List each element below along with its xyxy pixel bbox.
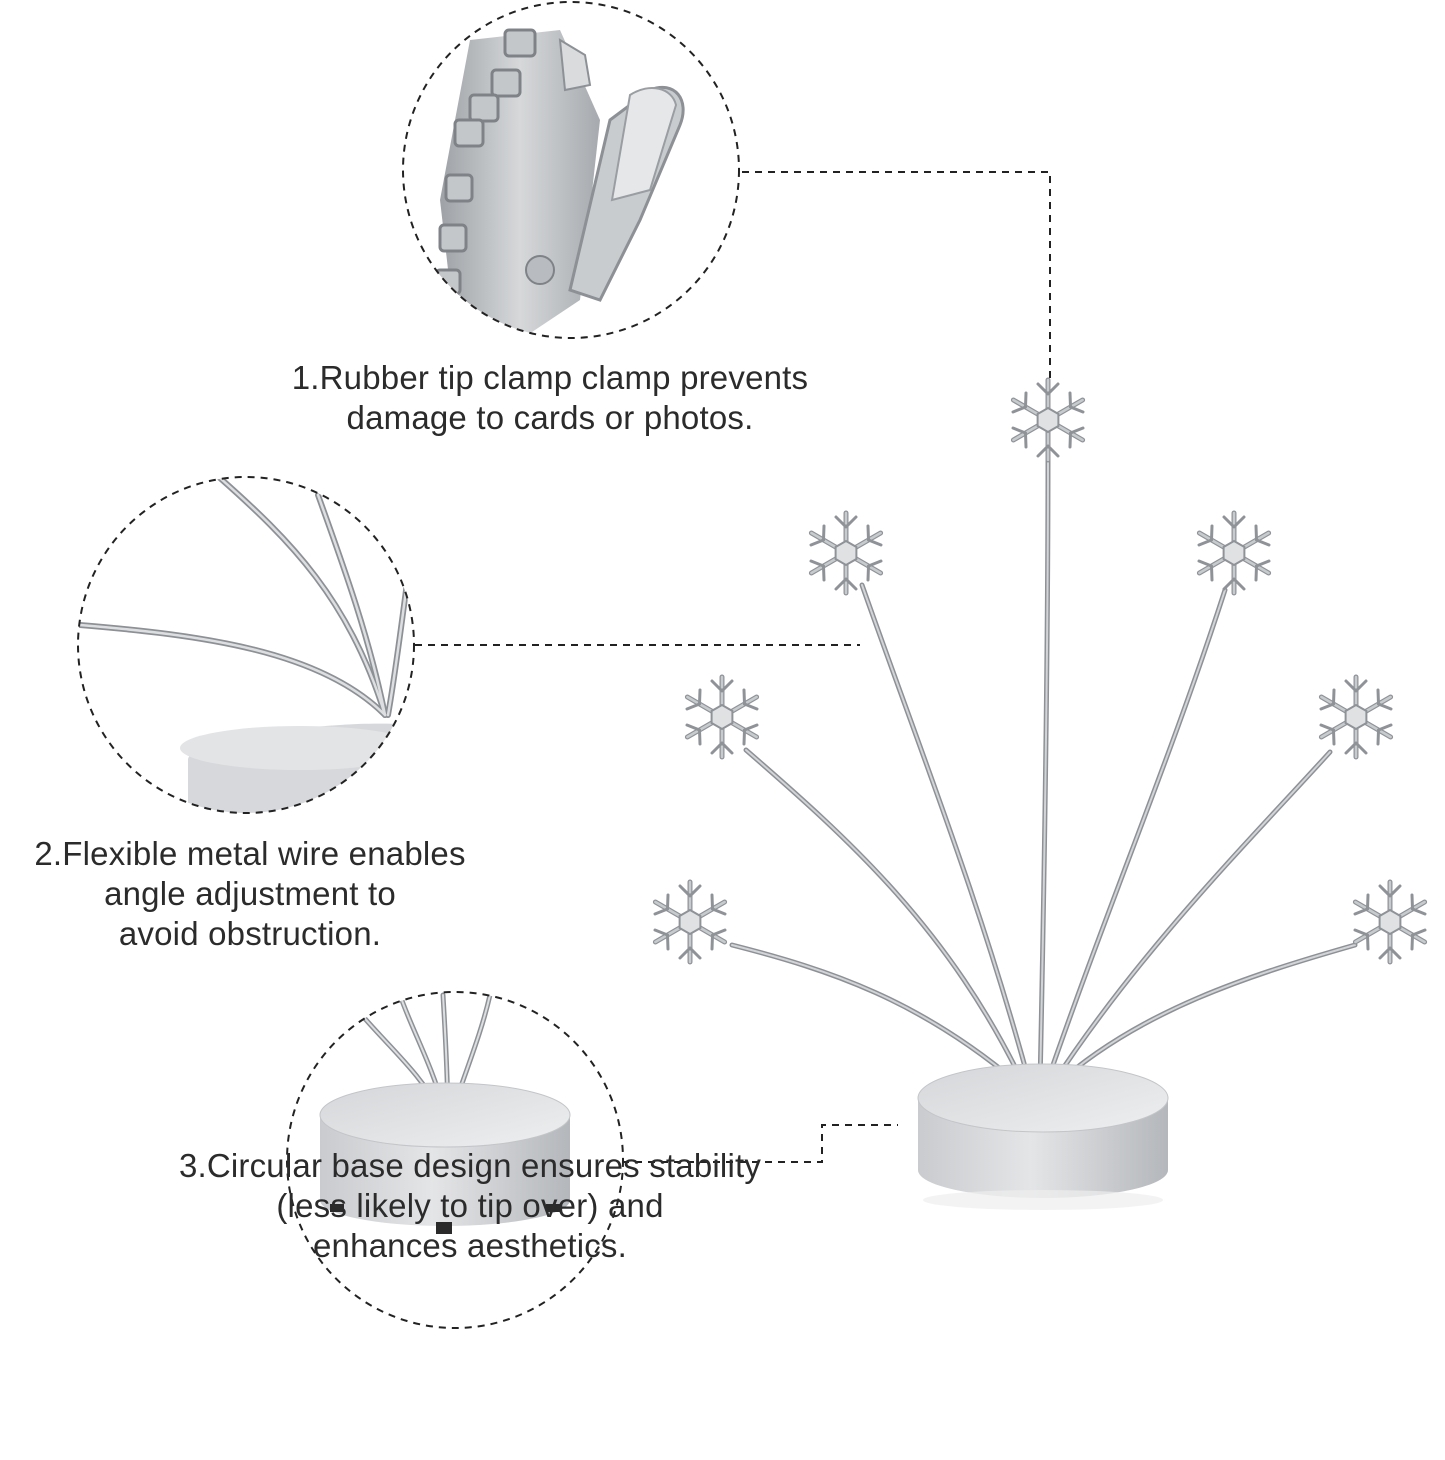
- flexible-wires: [729, 452, 1358, 1088]
- caption-line: (less likely to tip over) and: [276, 1187, 664, 1224]
- wire-detail: [77, 476, 415, 814]
- snowflake-icon: [1355, 882, 1425, 962]
- caption-line: 3.Circular base design ensures stability: [178, 1147, 762, 1184]
- caption-line: enhances aesthetics.: [312, 1227, 628, 1264]
- caption-line: damage to cards or photos.: [346, 399, 754, 436]
- snowflake-icon: [1199, 513, 1269, 593]
- caption-line: avoid obstruction.: [118, 915, 382, 952]
- feature-caption-clamp: 1.Rubber tip clamp clamp prevents damage…: [190, 358, 910, 438]
- snowflake-icon: [1013, 380, 1083, 460]
- connector-lines: [415, 171, 1051, 1163]
- feature-caption-wire: 2.Flexible metal wire enables angle adju…: [0, 834, 500, 954]
- snowflake-icon: [811, 513, 881, 593]
- snowflake-clips: [655, 380, 1425, 962]
- caption-line: 2.Flexible metal wire enables: [34, 835, 466, 872]
- snowflake-icon: [1321, 677, 1391, 757]
- feature-caption-base: 3.Circular base design ensures stability…: [80, 1146, 860, 1266]
- base-detail: [286, 991, 624, 1329]
- round-base: [917, 1063, 1169, 1210]
- caption-line: 1.Rubber tip clamp clamp prevents: [291, 359, 809, 396]
- snowflake-icon: [655, 882, 725, 962]
- clamp-detail: [402, 1, 740, 339]
- snowflake-icon: [687, 677, 757, 757]
- caption-line: angle adjustment to: [104, 875, 396, 912]
